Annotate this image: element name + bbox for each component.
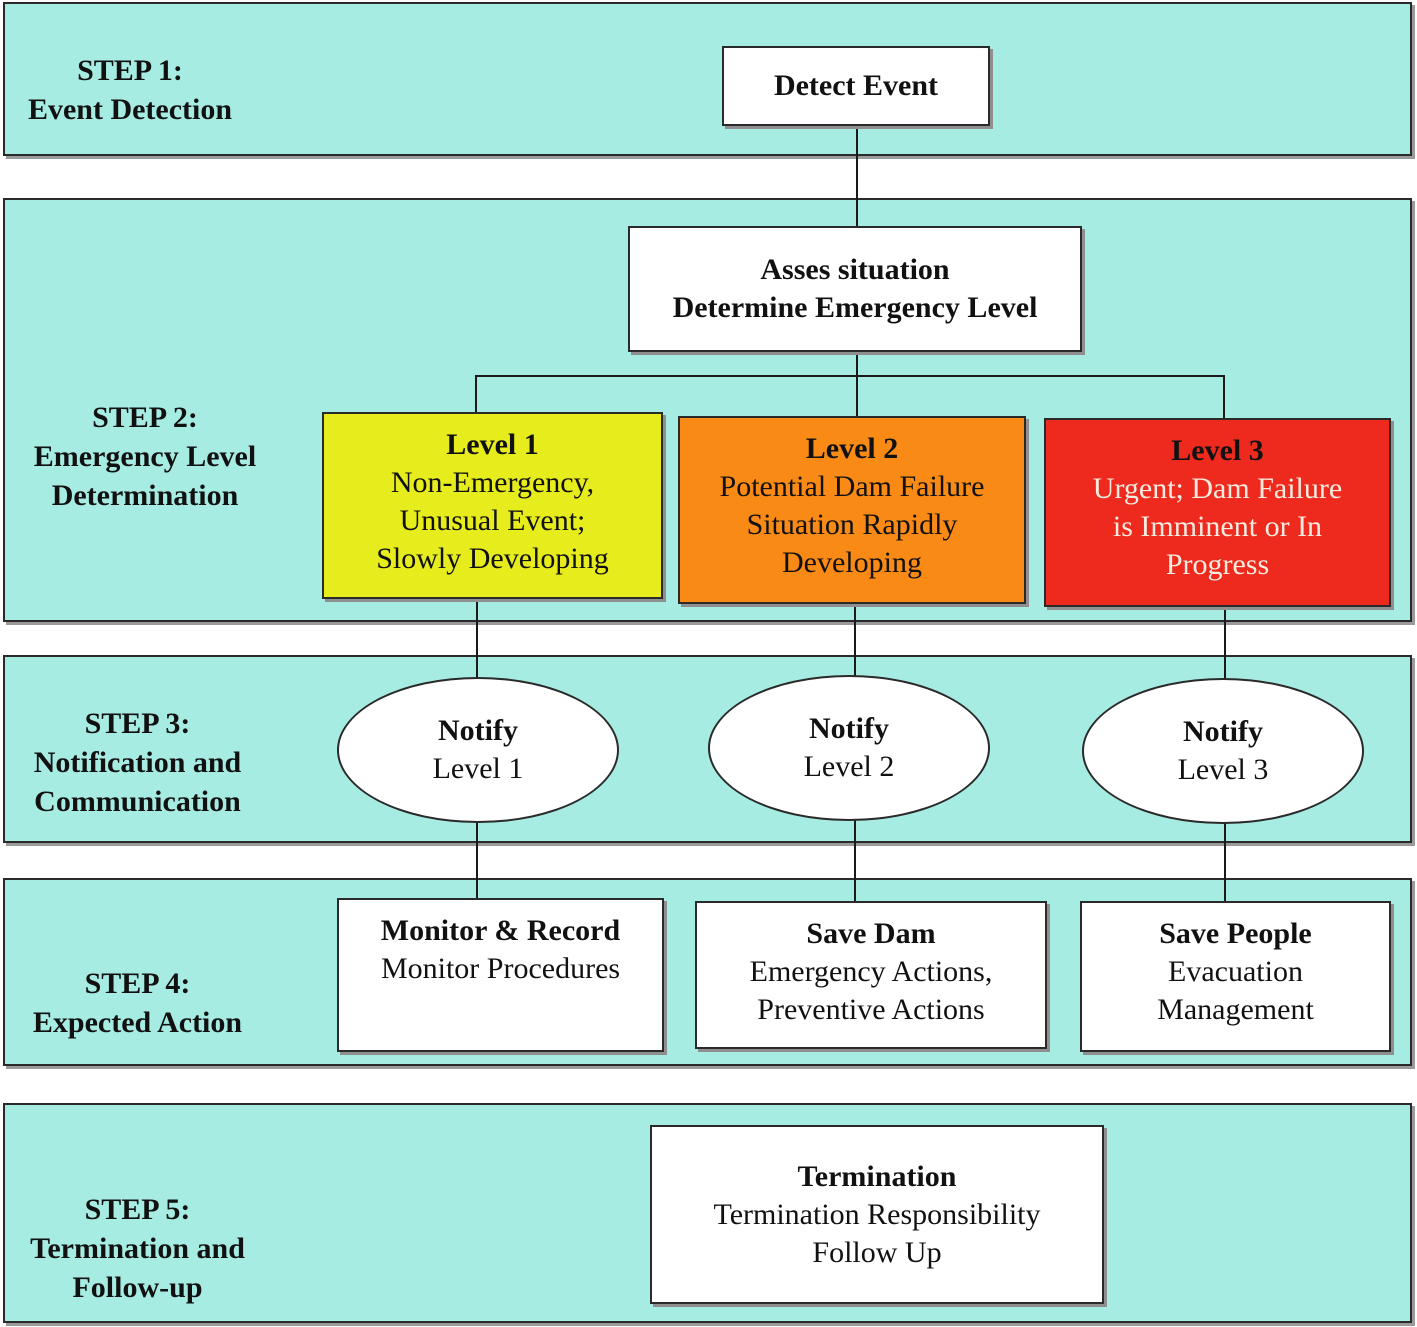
action-save-dam-line2: Preventive Actions [757,993,985,1026]
notify-level3-sub: Level 3 [1177,753,1269,786]
determine-level-title: Determine Emergency Level [672,291,1038,324]
step4-label: STEP 4: Expected Action [15,964,260,1042]
termination-title: Termination [797,1159,957,1193]
assess-situation-box: Asses situation Determine Emergency Leve… [628,226,1082,352]
step3-label: STEP 3: Notification and Communication [15,704,260,821]
action-save-dam-box: Save Dam Emergency Actions, Preventive A… [695,901,1047,1049]
termination-box: Termination Termination Responsibility F… [650,1125,1104,1304]
notify-level3-title: Notify [1183,715,1263,748]
assess-situation-title: Asses situation [760,253,950,286]
action-monitor-line1: Monitor Procedures [380,952,621,985]
termination-line1: Termination Responsibility [713,1197,1041,1231]
connector-notify2-action2 [854,820,856,902]
level3-line2: is Imminent or In [1112,510,1323,543]
action-save-people-title: Save People [1159,917,1312,950]
connector-level1-notify1 [476,598,478,678]
action-save-dam-title: Save Dam [806,917,936,950]
connector-branch-level3 [1223,375,1225,419]
detect-event-box: Detect Event [722,46,990,126]
level3-box: Level 3 Urgent; Dam Failure is Imminent … [1044,418,1391,607]
action-save-people-line1: Evacuation [1168,955,1303,988]
level2-box: Level 2 Potential Dam Failure Situation … [678,416,1026,604]
level1-line1: Non-Emergency, [390,466,595,499]
step3-name-line2: Communication [34,785,241,818]
level2-line2: Situation Rapidly [746,508,958,541]
step3-name-line1: Notification and [33,746,242,779]
connector-detect-assess [856,125,858,228]
level2-title: Level 2 [805,432,899,465]
termination-line2: Follow Up [812,1235,942,1269]
notify-level2-title: Notify [809,712,889,745]
step1-title: STEP 1: [77,54,183,87]
step1-name: Event Detection [27,93,233,126]
step2-title: STEP 2: [92,401,198,434]
level3-line3: Progress [1165,548,1270,581]
notify-level2-sub: Level 2 [803,750,895,783]
action-monitor-box: Monitor & Record Monitor Procedures [337,898,664,1052]
step4-name: Expected Action [32,1006,243,1039]
connector-level3-notify3 [1224,606,1226,680]
level2-line1: Potential Dam Failure [719,470,985,503]
step5-title: STEP 5: [84,1193,191,1226]
step2-name-line1: Emergency Level [33,440,257,473]
step3-title: STEP 3: [84,707,191,740]
step1-band [3,2,1412,156]
level1-line3: Slowly Developing [376,542,609,575]
notify-level1-title: Notify [438,714,518,747]
connector-assess-branch [856,351,858,417]
notify-level1-sub: Level 1 [432,752,524,785]
level2-line3: Developing [782,546,922,579]
action-monitor-title: Monitor & Record [380,914,621,947]
level3-line1: Urgent; Dam Failure [1092,472,1343,505]
step5-label: STEP 5: Termination and Follow-up [15,1190,260,1307]
notify-level2-ellipse: Notify Level 2 [708,675,990,821]
connector-notify3-action3 [1224,822,1226,902]
connector-notify1-action1 [476,820,478,900]
connector-branch-horizontal [475,375,1225,377]
step5-name-line2: Follow-up [72,1271,203,1304]
action-save-dam-line1: Emergency Actions, [749,955,993,988]
level1-line2: Unusual Event; [399,504,586,537]
step4-title: STEP 4: [84,967,191,1000]
notify-level1-ellipse: Notify Level 1 [337,677,619,823]
connector-level2-notify2 [854,603,856,677]
connector-branch-level1 [475,375,477,413]
step5-name-line1: Termination and [30,1232,245,1265]
action-save-people-line2: Management [1157,993,1314,1026]
step2-name-line2: Determination [51,479,239,512]
detect-event-title: Detect Event [773,69,939,102]
step1-label: STEP 1: Event Detection [10,51,250,129]
level3-title: Level 3 [1171,434,1264,467]
notify-level3-ellipse: Notify Level 3 [1082,678,1364,824]
level1-box: Level 1 Non-Emergency, Unusual Event; Sl… [322,412,663,599]
action-save-people-box: Save People Evacuation Management [1080,901,1391,1052]
step2-label: STEP 2: Emergency Level Determination [15,398,275,515]
level1-title: Level 1 [446,428,539,461]
